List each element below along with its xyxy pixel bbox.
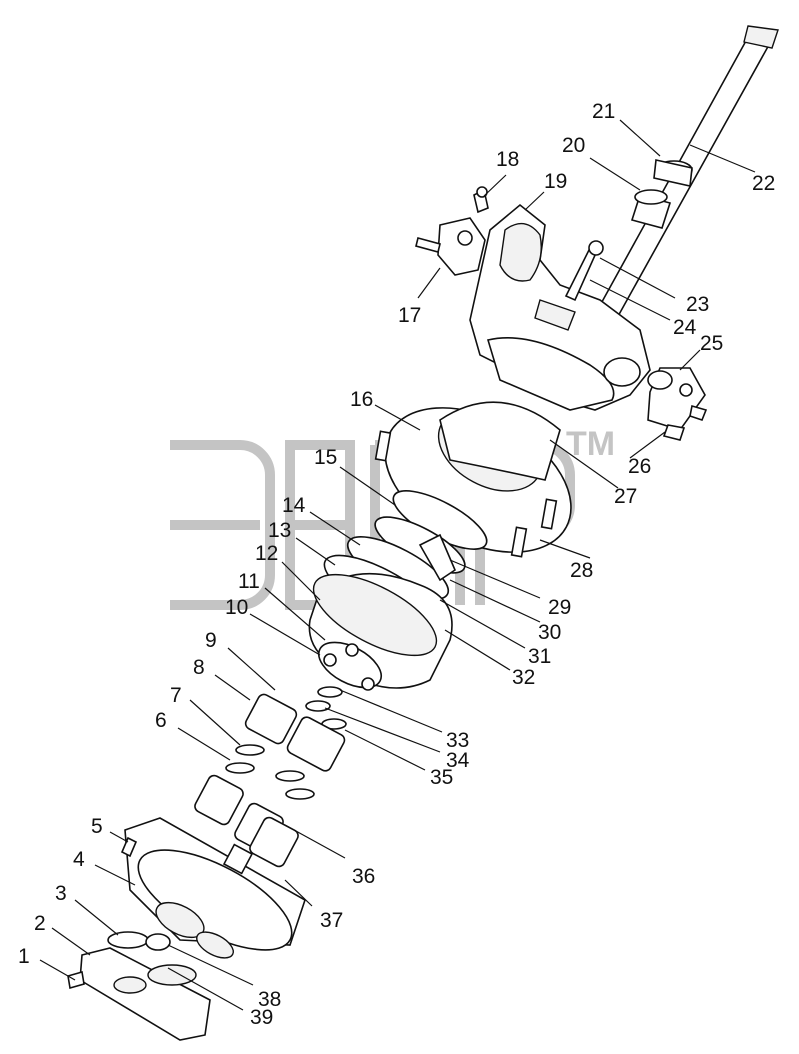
pin-bracket-left — [415, 186, 489, 276]
callout-27: 27 — [614, 485, 637, 508]
callout-15: 15 — [314, 446, 337, 469]
callout-11: 11 — [238, 570, 260, 593]
leader-lines — [39, 119, 756, 1011]
callout-37: 37 — [320, 909, 343, 932]
callout-33: 33 — [446, 729, 469, 752]
bolts-23-24 — [564, 240, 604, 302]
hub-flange — [374, 401, 572, 558]
callout-18: 18 — [496, 148, 519, 171]
callout-22: 22 — [752, 172, 775, 195]
callout-19: 19 — [544, 170, 567, 193]
callout-21: 21 — [592, 100, 615, 123]
callout-16: 16 — [350, 388, 373, 411]
end-plate — [67, 931, 211, 1041]
callout-5: 5 — [91, 815, 103, 838]
callout-17: 17 — [398, 304, 421, 327]
callout-10: 10 — [225, 596, 248, 619]
callout-7: 7 — [170, 684, 182, 707]
knuckle-housing — [469, 203, 651, 411]
washers-33-35 — [305, 686, 347, 730]
callout-6: 6 — [155, 709, 167, 732]
callout-39: 39 — [250, 1006, 273, 1029]
callout-38: 38 — [258, 988, 281, 1011]
callout-4: 4 — [73, 848, 85, 871]
callout-9: 9 — [205, 629, 217, 652]
callout-24: 24 — [673, 316, 697, 339]
callout-34: 34 — [446, 749, 470, 772]
needle-bearings — [194, 774, 299, 868]
callout-12: 12 — [255, 542, 278, 565]
callout-32: 32 — [512, 666, 535, 689]
callout-13: 13 — [268, 519, 291, 542]
callout-1: 1 — [18, 945, 30, 968]
callout-20: 20 — [562, 134, 585, 157]
pin-bracket-right — [647, 367, 708, 441]
callout-23: 23 — [686, 293, 709, 316]
callout-labels: 1 2 3 4 5 6 7 8 9 10 11 12 13 14 15 16 1… — [18, 100, 775, 1029]
callout-14: 14 — [282, 494, 306, 517]
planet-gears — [244, 693, 346, 772]
callout-29: 29 — [548, 596, 571, 619]
callout-31: 31 — [528, 645, 551, 668]
callout-30: 30 — [538, 621, 561, 644]
planet-carrier — [318, 641, 382, 691]
callout-25: 25 — [700, 332, 723, 355]
callout-3: 3 — [55, 882, 67, 905]
callout-35: 35 — [430, 766, 453, 789]
cover-housing — [120, 817, 306, 959]
output-shaft — [580, 25, 779, 346]
watermark-tm: TM — [566, 425, 615, 463]
callout-2: 2 — [34, 912, 46, 935]
callout-36: 36 — [352, 865, 375, 888]
callout-8: 8 — [193, 656, 205, 679]
callout-26: 26 — [628, 455, 651, 478]
washers-6-7 — [225, 744, 315, 800]
callout-28: 28 — [570, 559, 593, 582]
